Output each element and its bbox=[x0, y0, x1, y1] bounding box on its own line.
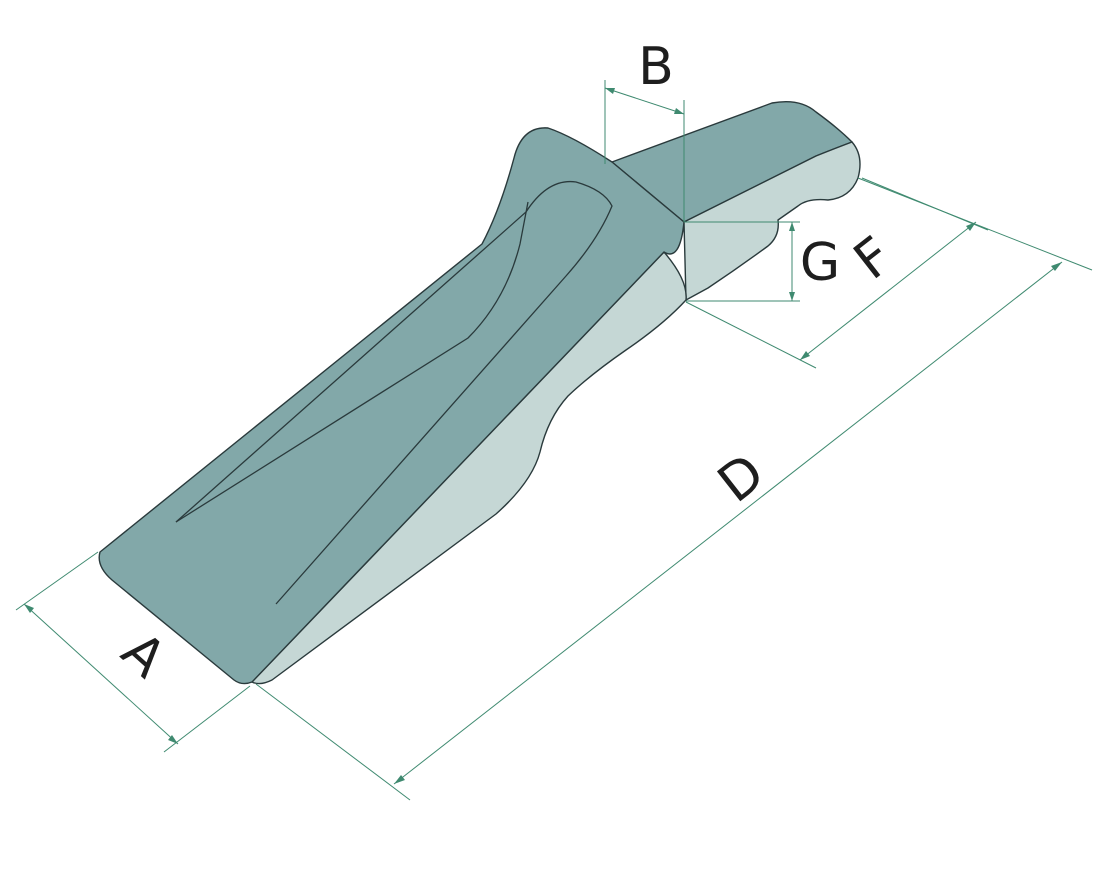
dimension-b-line bbox=[604, 87, 685, 115]
dimension-g-arrow-end bbox=[789, 292, 795, 301]
adapter-end-face bbox=[683, 141, 861, 301]
blade-crease-outer bbox=[175, 180, 613, 605]
dimension-a-line bbox=[23, 603, 179, 745]
dimension-a-extension-1 bbox=[15, 551, 99, 611]
dimension-d-line bbox=[393, 261, 1063, 785]
dimension-b-arrow-end bbox=[674, 108, 684, 114]
dimension-g-arrow-start bbox=[789, 222, 795, 231]
dimension-g: G bbox=[684, 221, 840, 302]
dimension-f-arrow-start bbox=[966, 222, 976, 231]
bucket-tooth bbox=[98, 100, 861, 685]
dimension-label-g: G bbox=[800, 233, 840, 293]
dimension-f-arrow-end bbox=[800, 351, 810, 360]
blade-crease-inner bbox=[175, 201, 529, 523]
dimension-label-f: F bbox=[843, 226, 904, 292]
blade-top-face bbox=[98, 127, 685, 685]
dimension-d-extension-2 bbox=[255, 683, 411, 801]
dimension-b-arrow-start bbox=[605, 88, 615, 94]
dimension-b: B bbox=[604, 37, 685, 222]
dimension-f-extension-2 bbox=[685, 301, 817, 369]
dimension-d-extension-1 bbox=[857, 177, 1093, 271]
dimension-label-d: D bbox=[707, 443, 775, 515]
dimension-a-arrow-start bbox=[24, 604, 34, 613]
dimension-label-a: A bbox=[110, 621, 177, 690]
dimension-d-arrow-start bbox=[1051, 262, 1062, 271]
dimension-label-b: B bbox=[638, 37, 674, 97]
dimension-a-arrow-end bbox=[168, 735, 178, 744]
blade-side-face bbox=[251, 251, 687, 685]
dimension-a-extension-2 bbox=[163, 685, 251, 753]
dimension-f-line bbox=[799, 221, 977, 361]
dimension-d-arrow-end bbox=[394, 775, 405, 784]
